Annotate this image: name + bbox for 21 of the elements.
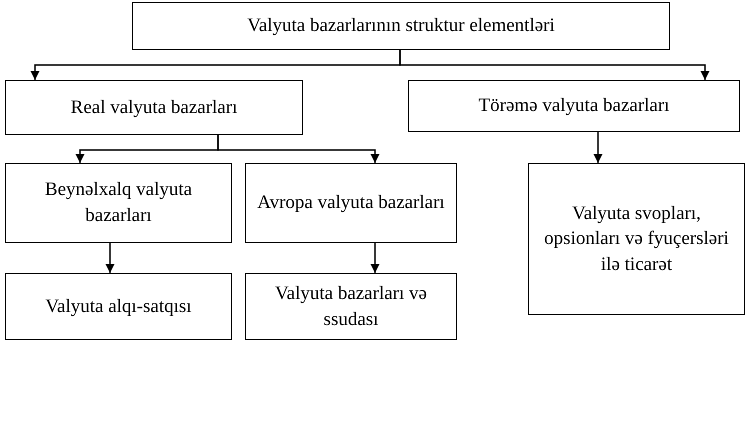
category-box: [5, 273, 232, 340]
category-box: [528, 163, 745, 315]
connector-arrow: [217, 135, 380, 163]
box-label: Törəmə valyuta bazarları: [478, 94, 670, 118]
category-box: [5, 80, 303, 135]
box-label: Beynəlxalq valyuta bazarları: [44, 178, 194, 228]
connector-arrow: [594, 132, 602, 163]
category-box: [5, 163, 232, 243]
box-label: Real valyuta bazarları: [70, 96, 238, 120]
category-box: [245, 163, 457, 243]
box-label: Valyuta alqı-satqısı: [45, 294, 192, 319]
box-label: Valyuta bazarlarının struktur elementləri: [247, 14, 555, 38]
category-box: [132, 2, 670, 50]
connector-arrow: [370, 243, 380, 273]
connector-arrow: [106, 243, 114, 273]
box-label: Valyuta bazarları və ssudası: [274, 282, 428, 332]
box-label: Avropa valyuta bazarları: [257, 191, 445, 216]
box-label: Valyuta svopları, opsionları və fyuçersləri ilə ticarət: [543, 202, 730, 277]
connector-arrow: [399, 50, 710, 80]
category-box: [245, 273, 457, 340]
category-box: [408, 80, 740, 132]
